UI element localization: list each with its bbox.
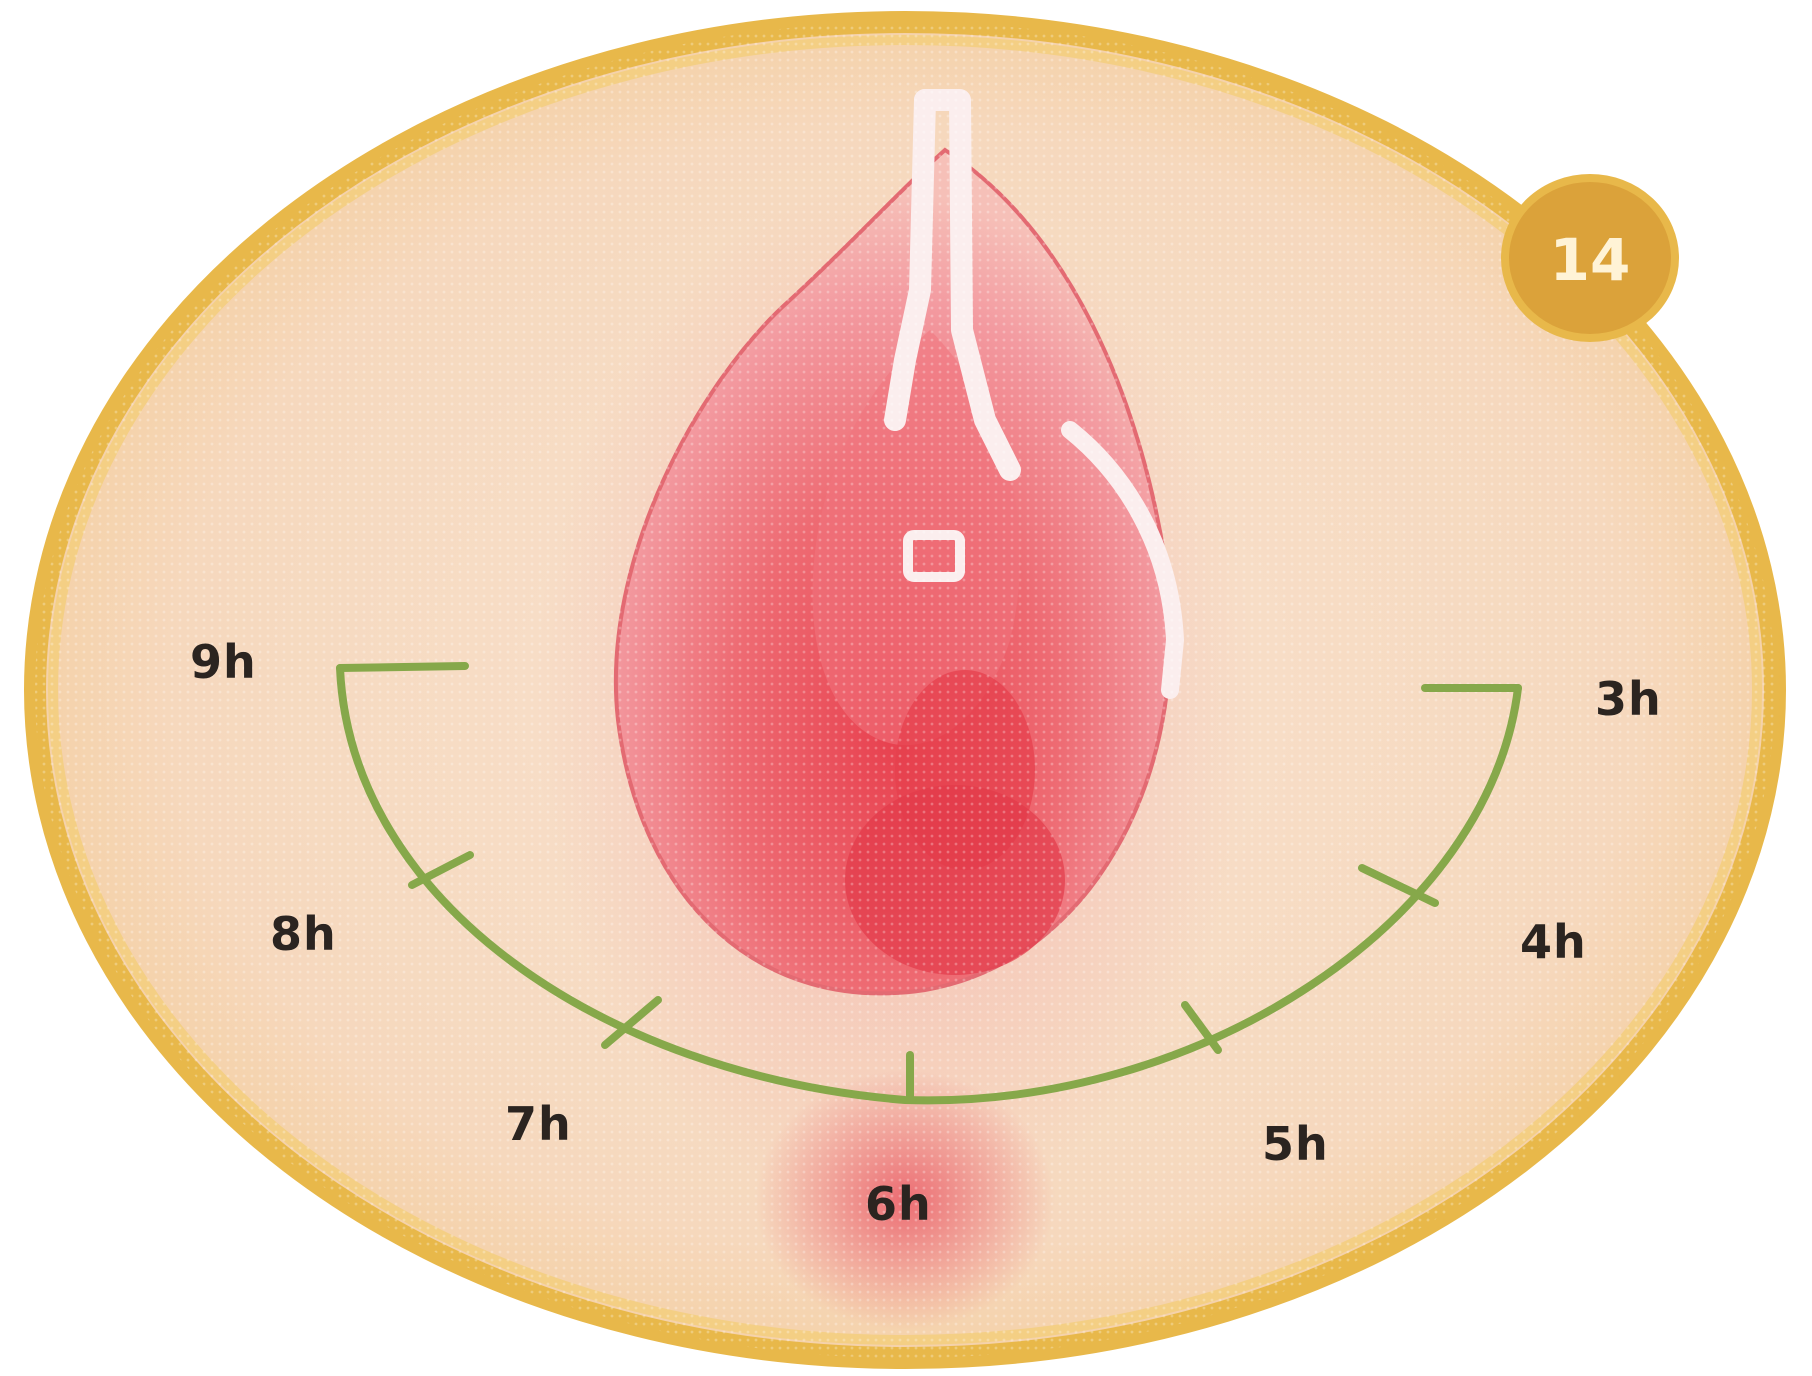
label-6h: 6h — [865, 1177, 932, 1231]
label-4h: 4h — [1520, 915, 1587, 969]
label-3h: 3h — [1595, 672, 1662, 726]
label-8h: 8h — [270, 907, 337, 961]
label-9h: 9h — [190, 635, 257, 689]
label-7h: 7h — [505, 1097, 572, 1151]
badge-number: 14 — [1550, 226, 1631, 294]
label-5h: 5h — [1262, 1117, 1329, 1171]
figure-number-badge: 14 — [1505, 178, 1675, 338]
